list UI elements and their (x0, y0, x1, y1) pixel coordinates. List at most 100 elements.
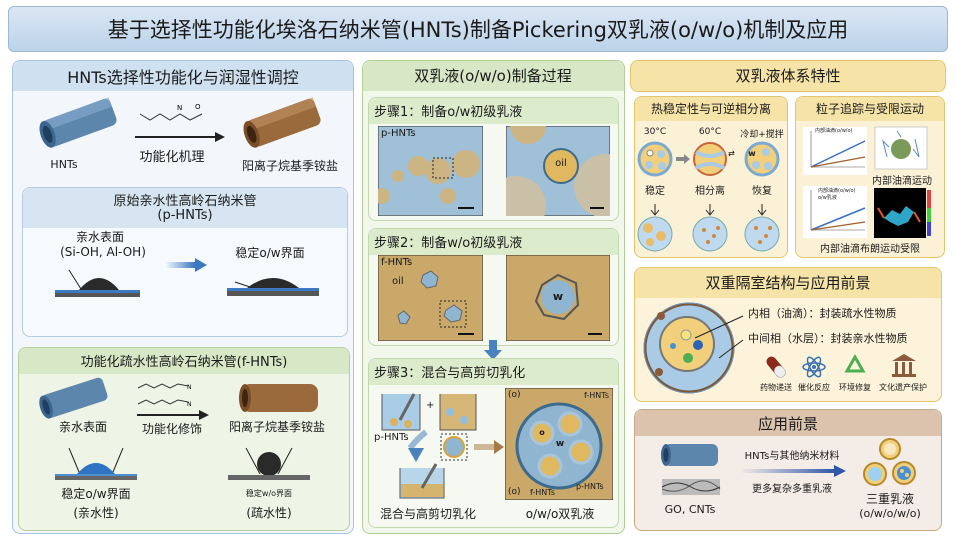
nanotube-icon (661, 444, 718, 466)
hydrophilic-droplet-icon (55, 447, 137, 480)
svg-text:N: N (177, 104, 182, 112)
phase-separation-label: 相分离 (695, 186, 725, 197)
hydrophobic-property-label: (疏水性) (246, 506, 292, 520)
beakers-illustration (381, 393, 477, 499)
left-panel-header (13, 61, 353, 91)
title-bar (8, 6, 948, 52)
compartment-title: 双重隔室结构与应用前景 (705, 274, 871, 292)
thermal-header (635, 97, 787, 121)
hydrophilic-property-label: (亲水性) (73, 506, 119, 520)
f-hnts-panel (18, 347, 350, 531)
step1-header (369, 98, 618, 124)
step3-title: 步骤3：混合与高剪切乳化 (374, 366, 526, 381)
temp-30c: 30°C (643, 127, 667, 137)
svg-text:N: N (187, 401, 192, 408)
svg-text:O: O (195, 103, 201, 111)
right-arrow-icon (474, 440, 504, 454)
functionalization-arrow (137, 410, 209, 420)
plus-sign: + (426, 400, 435, 411)
f-hnts-image-label: f-HNTs (381, 257, 413, 268)
other-nanomaterials-label: HNTs与其他纳米材料 (744, 451, 840, 462)
cooling-stirring-label: 冷却+搅拌 (740, 130, 784, 140)
middle-panel-title: 双乳液(o/w/o)制备过程 (414, 67, 572, 85)
mechanism-label: 功能化机理 (139, 150, 205, 165)
owo-result-label: o/w/o双乳液 (525, 507, 595, 521)
app-heritage-protection: 文化遗产保护 (879, 383, 927, 392)
app-environmental-remediation: 环境修复 (839, 383, 871, 392)
p-hnts-header (23, 188, 347, 228)
functionalization-arrow (135, 132, 225, 142)
app-catalysis: 催化反应 (798, 383, 830, 392)
stable-ow-interface-label: 稳定o/w界面 (61, 487, 131, 501)
triple-emulsion-icon (863, 438, 916, 486)
catalysis-atom-icon (802, 356, 826, 378)
product-label: 阳离子烷基季铵盐 (241, 159, 339, 173)
modification-label: 功能化修饰 (141, 422, 203, 436)
step2-title: 步骤2：制备w/o初级乳液 (374, 236, 523, 251)
trajectory-image (874, 126, 928, 170)
oil-label: oil (392, 276, 404, 287)
tracking-header (796, 97, 944, 121)
drug-capsule-icon (766, 356, 786, 378)
mixing-label: 混合与高剪切乳化 (379, 507, 477, 521)
right-arrow-icon (165, 258, 207, 272)
p-hnts-title: 原始亲水性高岭石纳米管 (113, 194, 257, 209)
flat-droplet-icon (227, 278, 319, 296)
wo-micrograph (378, 255, 483, 341)
outlook-header (635, 410, 941, 436)
p-hnts-subtitle: (p-HNTs) (157, 208, 213, 223)
hydrophilic-surface-label: 亲水表面 (58, 420, 108, 434)
outer-oil-top-label: (o) (508, 390, 521, 400)
stable-wo-interface-label: 稳定w/o界面 (245, 489, 293, 498)
hnts-label: HNTs (50, 158, 78, 171)
modified-hnts-tube-icon (239, 384, 318, 412)
heritage-building-icon (892, 354, 916, 377)
msd-chart-2 (803, 186, 867, 238)
thermal-title: 热稳定性与可逆相分离 (650, 102, 772, 116)
dialkyl-ammonium-structure-icon: NN (137, 383, 192, 408)
step1-title: 步骤1：制备o/w初级乳液 (374, 105, 523, 120)
oil-label: oil (555, 158, 567, 169)
hydrophobic-droplet-icon (228, 447, 310, 480)
compartment-header (635, 268, 941, 298)
p-hnts-image-label: p-HNTs (381, 128, 416, 139)
msd-chart-1 (803, 127, 867, 175)
step3-header (369, 359, 618, 385)
thermal-cycle-illustration: ⇄ (637, 141, 780, 252)
ow-zoom-micrograph (506, 126, 610, 216)
chart2-legend-1: 内部油滴(o/w/o) (818, 188, 856, 194)
f-hnts-header (19, 348, 349, 374)
water-label: w (552, 290, 564, 303)
complex-emulsions-label: 更多复杂多重乳液 (752, 484, 832, 495)
triple-emulsion-label: 三重乳液 (865, 492, 915, 506)
triple-emulsion-type: (o/w/o/w/o) (859, 507, 921, 520)
droplet-motion-label: 内部油滴运动 (872, 176, 932, 187)
middle-panel-header (363, 61, 624, 91)
p-hnts-beaker-label: p-HNTs (374, 432, 409, 443)
emulsion-droplet-icon (440, 433, 468, 461)
recycle-icon (844, 353, 866, 373)
ow-micrograph (378, 126, 483, 216)
f-hnts-top-label: f-HNTs (584, 391, 609, 400)
owo-double-emulsion-image (505, 388, 613, 500)
droplet-contact-angle-icon (55, 269, 140, 297)
double-emulsion-structure-icon (643, 302, 744, 394)
outer-oil-bottom-label: (o) (508, 487, 521, 497)
go-cnts-label: GO, CNTs (664, 503, 716, 516)
app-drug-delivery: 药物递送 (760, 383, 792, 392)
left-panel-title: HNTs选择性功能化与润湿性调控 (67, 68, 299, 87)
modified-hnts-tube-icon (243, 97, 321, 148)
w-label: w (748, 149, 756, 158)
stable-state-label: 稳定 (645, 186, 665, 197)
graphene-texture-icon (661, 479, 721, 495)
inner-phase-label: 内相（油滴）：封装疏水性物质 (748, 307, 897, 320)
tracking-title: 粒子追踪与受限运动 (815, 102, 925, 116)
recovery-label: 恢复 (752, 186, 772, 197)
water-phase-label: w (555, 439, 565, 449)
page-title: 基于选择性功能化埃洛石纳米管(HNTs)制备Pickering双乳液(o/w/o… (107, 18, 849, 42)
f-hnts-bottom-label: f-HNTs (530, 488, 555, 497)
temp-60c: 60°C (698, 127, 722, 137)
outlook-title: 应用前景 (757, 415, 819, 433)
p-hnts-label: p-HNTs (576, 482, 604, 491)
properties-header (630, 60, 946, 92)
